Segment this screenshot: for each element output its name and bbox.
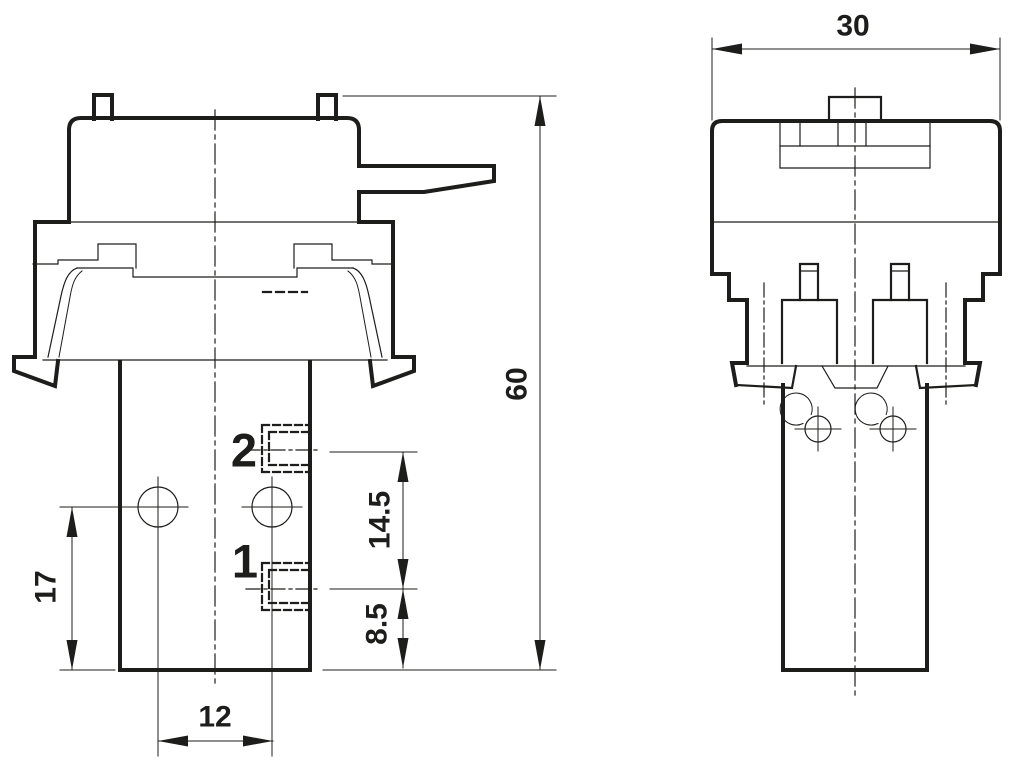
dim-17-label: 17 [30, 570, 63, 603]
dim-14-5: 14.5 [329, 451, 418, 590]
dim-12-label: 12 [198, 701, 231, 734]
dim-60: 60 [322, 95, 557, 671]
side-top-boss [779, 95, 931, 169]
side-upper-body [710, 119, 1002, 276]
dim-30: 30 [711, 10, 1001, 121]
dim-60-label: 60 [501, 367, 534, 400]
side-feet [734, 282, 978, 406]
front-dimensions: 60 17 14.5 8.5 12 [30, 95, 557, 747]
dim-8-5-label: 8.5 [361, 603, 394, 645]
side-lower-body [781, 383, 929, 672]
front-port-2 [245, 423, 321, 474]
front-boot-detail [32, 243, 394, 358]
side-screw-holes [779, 392, 917, 452]
side-terminals [780, 262, 929, 365]
front-upper-body [67, 116, 361, 224]
front-port-1 [245, 561, 321, 612]
front-lower-body [118, 360, 312, 672]
port-2-label: 2 [231, 424, 257, 477]
front-top-tabs [92, 93, 338, 121]
side-view [710, 87, 1002, 701]
front-flange [12, 220, 416, 389]
front-lever [359, 164, 496, 194]
dim-17: 17 [30, 506, 129, 671]
dim-12: 12 [157, 701, 274, 747]
side-left-step [710, 272, 749, 388]
front-mounting-holes [127, 476, 303, 757]
dim-30-label: 30 [836, 10, 869, 43]
port-1-label: 1 [232, 535, 258, 588]
dim-14-5-label: 14.5 [364, 491, 397, 549]
side-dimensions: 30 [711, 10, 1001, 121]
dim-8-5: 8.5 [361, 588, 409, 669]
side-right-step [963, 272, 1002, 388]
front-view: 2 1 [12, 93, 496, 757]
